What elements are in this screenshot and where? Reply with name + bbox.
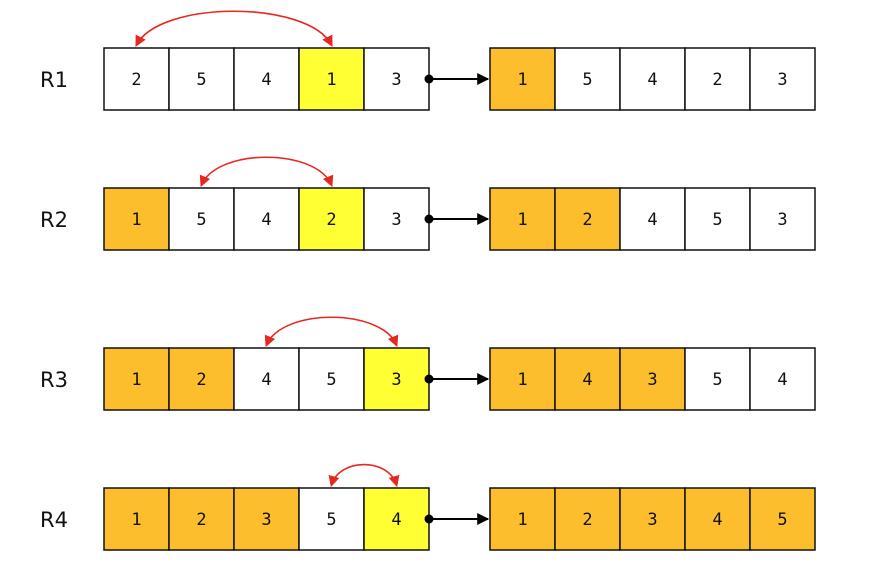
- array-before: 1 2 4 5 3: [103, 347, 430, 411]
- array-before: 2 5 4 1 3: [103, 47, 430, 111]
- round-2: R2 1 5 4 2 3 1 2 4 5 3: [40, 156, 816, 251]
- array-cell-default: [749, 347, 816, 411]
- array-cell-sorted: [489, 47, 556, 111]
- cell-value: 2: [196, 370, 206, 390]
- array-cell-default: [684, 347, 751, 411]
- round-4: R4 1 2 3 5 4 1 2 3 4 5: [40, 463, 816, 551]
- round-3: R3 1 2 4 5 3 1 4 3 5 4: [40, 316, 816, 411]
- array-cell-default: [684, 47, 751, 111]
- cell-value: 2: [131, 70, 141, 90]
- cell-value: 2: [582, 210, 592, 230]
- cell-value: 1: [517, 510, 527, 530]
- array-cell-default: [619, 47, 686, 111]
- array-cell-default: [168, 47, 235, 111]
- cell-value: 4: [647, 210, 657, 230]
- round-label: R3: [40, 368, 68, 392]
- array-cell-sorted: [103, 487, 170, 551]
- array-cell-sorted: [168, 347, 235, 411]
- swap-arrow: [328, 463, 400, 488]
- round-label: R4: [40, 508, 68, 532]
- array-cell-default: [233, 347, 300, 411]
- cell-value: 1: [326, 70, 336, 90]
- array-after: 1 4 3 5 4: [489, 347, 816, 411]
- array-cell-selected_min: [363, 347, 430, 411]
- array-after: 1 5 4 2 3: [489, 47, 816, 111]
- cell-value: 3: [391, 70, 401, 90]
- array-cell-sorted: [684, 487, 751, 551]
- cell-value: 1: [517, 70, 527, 90]
- cell-value: 3: [777, 210, 787, 230]
- round-1: R1 2 5 4 1 3 1 5 4 2 3: [40, 10, 816, 111]
- array-before: 1 2 3 5 4: [103, 487, 430, 551]
- cell-value: 2: [196, 510, 206, 530]
- cell-value: 4: [647, 70, 657, 90]
- array-cell-selected_min: [363, 487, 430, 551]
- cell-value: 5: [712, 370, 722, 390]
- array-cell-sorted: [619, 347, 686, 411]
- array-cell-sorted: [619, 487, 686, 551]
- cell-value: 2: [712, 70, 722, 90]
- cell-value: 5: [712, 210, 722, 230]
- cell-value: 5: [326, 510, 336, 530]
- cell-value: 3: [391, 210, 401, 230]
- array-cell-sorted: [554, 487, 621, 551]
- cell-value: 3: [647, 510, 657, 530]
- array-cell-sorted: [489, 347, 556, 411]
- cell-value: 1: [517, 210, 527, 230]
- array-cell-default: [103, 47, 170, 111]
- cell-value: 3: [647, 370, 657, 390]
- cell-value: 1: [517, 370, 527, 390]
- array-before: 1 5 4 2 3: [103, 187, 430, 251]
- cell-value: 5: [582, 70, 592, 90]
- array-cell-sorted: [233, 487, 300, 551]
- cell-value: 5: [326, 370, 336, 390]
- array-cell-sorted: [168, 487, 235, 551]
- cell-value: 4: [261, 370, 271, 390]
- cell-value: 5: [777, 510, 787, 530]
- cell-value: 3: [391, 370, 401, 390]
- cell-value: 5: [196, 70, 206, 90]
- array-cell-sorted: [554, 187, 621, 251]
- cell-value: 4: [261, 70, 271, 90]
- array-cell-selected_min: [298, 187, 365, 251]
- array-cell-sorted: [749, 487, 816, 551]
- cell-value: 4: [391, 510, 401, 530]
- cell-value: 4: [261, 210, 271, 230]
- array-cell-default: [363, 47, 430, 111]
- swap-arrow: [135, 10, 333, 47]
- cell-value: 4: [582, 370, 592, 390]
- swap-arrow: [199, 156, 334, 188]
- array-cell-default: [233, 47, 300, 111]
- array-cell-default: [749, 47, 816, 111]
- round-label: R2: [40, 208, 68, 232]
- cell-value: 2: [326, 210, 336, 230]
- cell-value: 1: [131, 510, 141, 530]
- array-cell-default: [363, 187, 430, 251]
- array-cell-default: [619, 187, 686, 251]
- cell-value: 3: [261, 510, 271, 530]
- array-cell-default: [554, 47, 621, 111]
- round-label: R1: [40, 68, 68, 92]
- cell-value: 3: [777, 70, 787, 90]
- cell-value: 1: [131, 370, 141, 390]
- cell-value: 5: [196, 210, 206, 230]
- array-cell-default: [749, 187, 816, 251]
- cell-value: 1: [131, 210, 141, 230]
- array-cell-sorted: [554, 347, 621, 411]
- cell-value: 2: [582, 510, 592, 530]
- array-after: 1 2 3 4 5: [489, 487, 816, 551]
- array-after: 1 2 4 5 3: [489, 187, 816, 251]
- swap-arrow: [264, 316, 399, 348]
- cell-value: 4: [712, 510, 722, 530]
- cell-value: 4: [777, 370, 787, 390]
- array-cell-default: [168, 187, 235, 251]
